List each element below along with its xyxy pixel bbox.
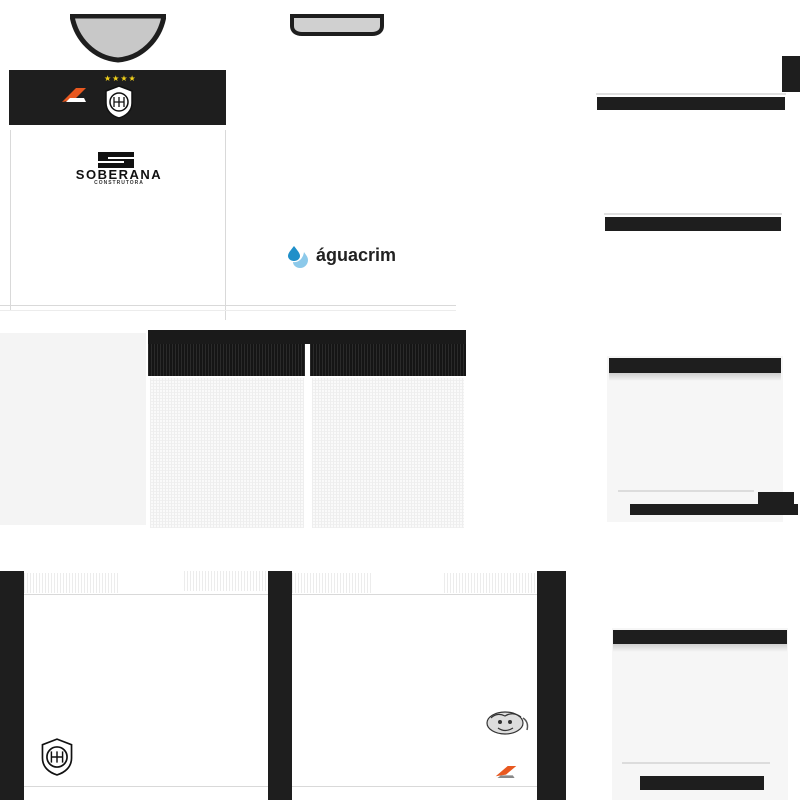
sleeve-stripe [0, 571, 24, 800]
collar-front [70, 14, 166, 63]
soberana-s-mark [98, 152, 134, 168]
panel-seam [225, 130, 226, 320]
sock-cuff [630, 504, 798, 515]
sock-panel [607, 356, 783, 522]
sock-line [622, 762, 770, 764]
sleeve-tab [782, 56, 800, 92]
hem-line [0, 310, 456, 311]
sock-shadow [613, 644, 787, 652]
kit-manufacturer-logo-icon [62, 88, 86, 102]
sleeve-hem [292, 786, 537, 787]
sleeve-cuff [597, 97, 785, 110]
main-sponsor-subtitle: CONSTRUTORA [94, 180, 144, 186]
sock-band [609, 358, 781, 373]
sleeve-stripe [268, 571, 292, 800]
sleeve-ribbing [444, 573, 537, 593]
shorts-panel-left [150, 378, 304, 528]
shorts-divider [305, 344, 310, 530]
aguacrim-drop-icon [288, 246, 308, 268]
sleeve-line [596, 93, 786, 95]
star-icon: ★ [128, 74, 136, 83]
sock-shadow [609, 373, 781, 381]
shorts-waistband-top [148, 330, 466, 344]
sleeve-hem [24, 786, 268, 787]
sleeve-ribbing [24, 573, 120, 593]
collar-back [290, 14, 384, 36]
sleeve-seam [292, 594, 537, 595]
hem-line [0, 305, 456, 306]
sock-tab [758, 492, 794, 504]
sock-cuff [640, 776, 764, 790]
sleeve-stripe [537, 571, 566, 800]
sleeve-cuff [605, 217, 781, 231]
sleeve-line [604, 213, 782, 215]
shorts-panel-right [312, 378, 464, 528]
star-icon: ★ [104, 74, 112, 83]
star-icon: ★ [120, 74, 128, 83]
sock-panel [612, 628, 788, 800]
kit-manufacturer-logo-icon [495, 766, 517, 778]
sock-band [613, 630, 787, 644]
sleeve-ribbing [292, 573, 372, 593]
sleeve-seam [24, 594, 268, 595]
star-icon: ★ [112, 74, 120, 83]
secondary-sponsor-name: águacrim [316, 245, 397, 265]
sock-line [618, 490, 754, 492]
sleeve-ribbing [184, 571, 268, 591]
panel-seam [10, 130, 11, 310]
club-crest-icon [105, 85, 133, 119]
star-row: ★ ★ ★ ★ [104, 74, 136, 84]
caricature-badge-icon [486, 711, 529, 735]
club-crest-icon [41, 738, 73, 776]
main-sponsor-name: SOBERANA [75, 167, 163, 182]
shorts-side-block [0, 333, 146, 525]
